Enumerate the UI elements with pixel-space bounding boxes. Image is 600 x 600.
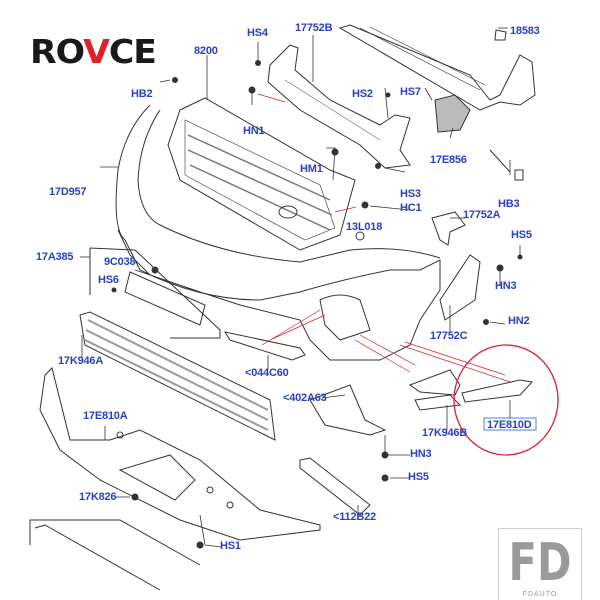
label-hs1: HS1	[220, 540, 241, 552]
label-hs7: HS7	[400, 86, 421, 98]
bracket-17752c	[439, 254, 481, 321]
label-hs2: HS2	[352, 88, 373, 100]
label-hs4: HS4	[247, 27, 268, 39]
label-hn3-lower: HN3	[410, 448, 432, 460]
label-17e856: 17E856	[430, 154, 467, 166]
label-hn1: HN1	[243, 125, 265, 137]
label-9c038: 9C038	[104, 256, 136, 268]
rovce-logo: ROVCE	[30, 32, 157, 71]
label-hs6: HS6	[98, 274, 119, 286]
upper-bracket-17752b	[267, 44, 411, 169]
label-17k946a: 17K946A	[58, 355, 104, 367]
label-hn2: HN2	[508, 315, 530, 327]
label-hn3-upper: HN3	[495, 280, 517, 292]
bolt-hb3	[489, 149, 524, 181]
grille-8200	[167, 97, 356, 251]
label-044c60: <044C60	[245, 367, 289, 379]
label-112b22: <112B22	[333, 511, 376, 523]
bracket-17752a	[431, 211, 466, 246]
label-hm1: HM1	[300, 163, 323, 175]
highlight-pointer-lines	[257, 93, 511, 383]
watermark-big: FD	[508, 533, 572, 593]
label-18583: 18583	[510, 25, 540, 37]
label-17752b: 17752B	[295, 22, 333, 34]
label-hc1: HC1	[400, 202, 422, 214]
label-17752c: 17752C	[430, 330, 468, 342]
label-17k946b: 17K946B	[422, 427, 468, 439]
lower-mesh-17k946a	[79, 311, 276, 441]
label-17a385: 17A385	[36, 251, 74, 263]
trim-044c60	[223, 331, 306, 361]
label-hs5-upper: HS5	[511, 229, 532, 241]
label-402a63: <402A63	[283, 392, 327, 404]
label-17752a: 17752A	[463, 209, 501, 221]
cap-18583	[494, 29, 507, 41]
watermark-small: FDAUTO	[522, 591, 558, 598]
strip-112b22	[299, 457, 371, 516]
label-hs5-lower: HS5	[408, 471, 429, 483]
insert-17e856	[434, 94, 471, 133]
label-17e810d: 17E810D	[487, 419, 532, 431]
trim-17k946b	[408, 369, 462, 411]
inset-view	[29, 519, 201, 591]
trim-17e810d	[461, 379, 533, 403]
fdauto-watermark: FD FDAUTO	[498, 528, 582, 600]
label-hb3: HB3	[498, 198, 520, 210]
label-13l018: 13L018	[346, 221, 383, 233]
bracket-402a63	[309, 384, 387, 436]
undertray-17e810a	[39, 367, 321, 541]
label-hb2: HB2	[131, 88, 153, 100]
label-hs3: HS3	[400, 188, 421, 200]
label-8200: 8200	[194, 45, 218, 57]
fastener-dots	[111, 60, 523, 549]
label-17d957: 17D957	[49, 186, 87, 198]
highlight-circle	[453, 344, 559, 456]
label-17e810a: 17E810A	[83, 410, 128, 422]
bumper-cover-17d957	[115, 104, 441, 361]
plate-bracket-17a385	[89, 247, 221, 339]
label-17k826: 17K826	[79, 491, 117, 503]
